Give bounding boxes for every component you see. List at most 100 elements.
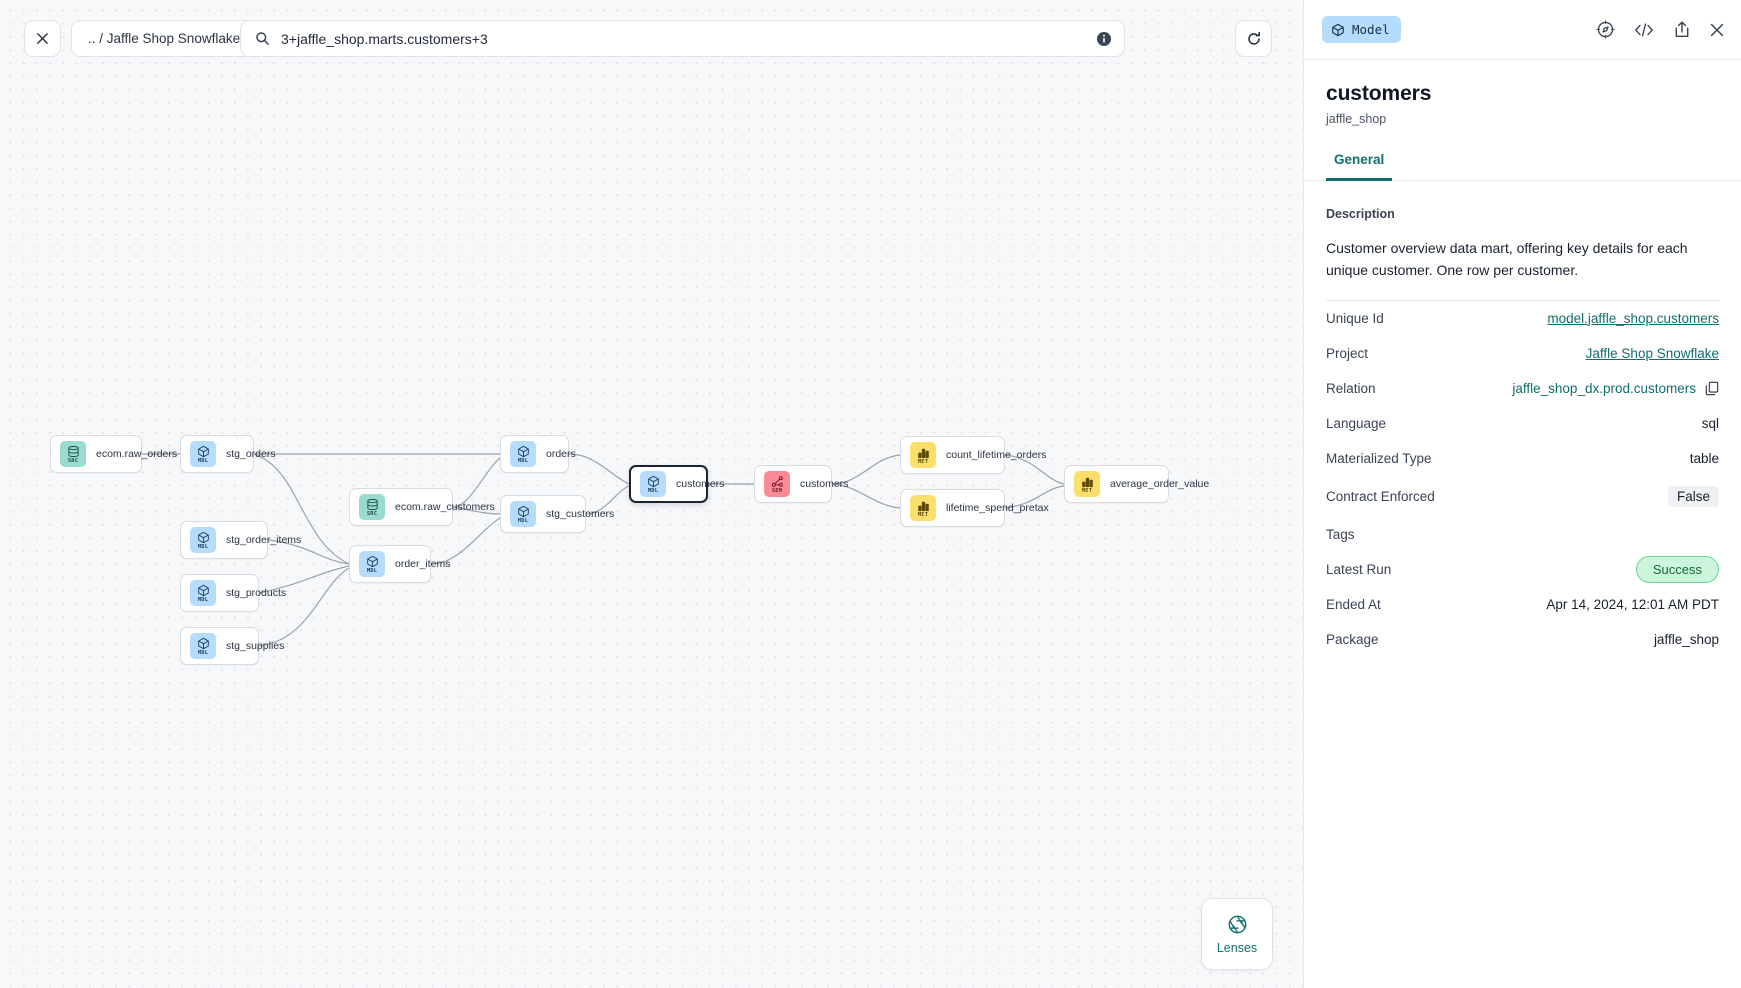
metadata-row: Package jaffle_shop (1326, 622, 1719, 657)
lineage-node-label: stg_order_items (226, 534, 302, 546)
lineage-node-ecom_raw_orders[interactable]: SRC ecom.raw_orders (50, 435, 177, 473)
refresh-icon (1247, 31, 1260, 45)
lineage-node-lifetime_spend_pretax[interactable]: MET lifetime_spend_pretax (900, 489, 1049, 527)
lineage-node-label: orders (546, 448, 576, 460)
mdl-badge-icon: MDL (359, 551, 385, 577)
copy-icon[interactable] (1705, 381, 1719, 396)
lineage-node-stg_orders[interactable]: MDL stg_orders (180, 435, 276, 473)
mdl-badge-icon: MDL (640, 471, 666, 497)
divider (1326, 299, 1719, 301)
tab-general[interactable]: General (1326, 152, 1393, 181)
refresh-button[interactable] (1235, 20, 1272, 57)
lineage-node-label: ecom.raw_orders (96, 448, 178, 460)
metadata-key: Materialized Type (1326, 450, 1432, 466)
panel-tabs: General (1304, 152, 1741, 181)
mdl-badge-icon: MDL (190, 527, 216, 553)
metadata-value[interactable]: model.jaffle_shop.customers (1547, 310, 1719, 326)
metadata-value: Apr 14, 2024, 12:01 AM PDT (1546, 596, 1719, 612)
metadata-row: Project Jaffle Shop Snowflake (1326, 336, 1719, 371)
lineage-node-order_items[interactable]: MDL order_items (349, 545, 450, 583)
lineage-node-label: stg_products (226, 587, 287, 599)
src-badge-icon: SRC (60, 441, 86, 467)
mdl-badge-icon: MDL (510, 441, 536, 467)
metadata-row: Latest Run Success (1326, 552, 1719, 587)
description-text: Customer overview data mart, offering ke… (1326, 240, 1688, 279)
metadata-key: Package (1326, 631, 1379, 647)
status-badge: Success (1635, 555, 1719, 583)
page-subtitle: jaffle_shop (1326, 112, 1387, 126)
lineage-node-label: lifetime_spend_pretax (946, 502, 1049, 514)
metadata-value: sql (1701, 415, 1719, 431)
page-title: customers (1326, 82, 1432, 105)
resource-type-chip: Model (1322, 16, 1401, 43)
metadata-key: Language (1326, 415, 1387, 431)
search-icon (256, 32, 269, 45)
lineage-node-label: count_lifetime_orders (946, 449, 1047, 461)
metadata-row: Ended At Apr 14, 2024, 12:01 AM PDT (1326, 587, 1719, 622)
lineage-node-label: customers (676, 478, 725, 490)
cube-icon (1332, 23, 1344, 36)
metadata-row: Relation jaffle_shop_dx.prod.customers (1326, 371, 1719, 406)
breadcrumb[interactable]: .. / Jaffle Shop Snowflake (71, 20, 258, 57)
lineage-node-label: stg_orders (226, 448, 276, 460)
lineage-node-label: stg_customers (546, 508, 615, 520)
mdl-badge-icon: MDL (510, 501, 536, 527)
lineage-node-customers_model[interactable]: MDL customers (629, 465, 724, 503)
met-badge-icon: MET (910, 495, 936, 521)
metadata-row: Contract Enforced False (1326, 476, 1719, 517)
search-input[interactable] (281, 30, 1085, 47)
metadata-value[interactable]: Jaffle Shop Snowflake (1585, 345, 1719, 361)
lineage-node-label: order_items (395, 558, 451, 570)
metadata-value: Success (1635, 555, 1719, 583)
lineage-toolbar: .. / Jaffle Shop Snowflake (0, 0, 1303, 70)
lineage-node-count_lifetime_orders[interactable]: MET count_lifetime_orders (900, 436, 1046, 474)
breadcrumb-label: .. / Jaffle Shop Snowflake (88, 31, 241, 46)
lenses-button[interactable]: Lenses (1201, 898, 1273, 970)
mdl-badge-icon: MDL (190, 633, 216, 659)
metadata-key: Relation (1326, 380, 1376, 396)
code-icon[interactable] (1633, 21, 1655, 39)
lineage-node-label: ecom.raw_customers (395, 501, 495, 513)
relation-value[interactable]: jaffle_shop_dx.prod.customers (1512, 380, 1696, 396)
description-label: Description (1326, 207, 1395, 221)
metadata-key: Ended At (1326, 596, 1381, 612)
mdl-badge-icon: MDL (190, 441, 216, 467)
lineage-search-box[interactable] (240, 20, 1125, 57)
details-panel-header: Model (1304, 0, 1741, 60)
aperture-icon (1228, 915, 1246, 933)
met-badge-icon: MET (910, 442, 936, 468)
lineage-node-stg_order_items[interactable]: MDL stg_order_items (180, 521, 301, 559)
metadata-key: Project (1326, 345, 1369, 361)
details-panel: Model (1303, 0, 1741, 988)
panel-body: Description Customer overview data mart,… (1304, 181, 1741, 988)
metadata-value: table (1689, 450, 1719, 466)
lineage-canvas[interactable]: .. / Jaffle Shop Snowflake (0, 0, 1303, 988)
metadata-value: jaffle_shop (1653, 631, 1719, 647)
metadata-value: False (1667, 485, 1719, 507)
sem-badge-icon: SEM (764, 471, 790, 497)
info-icon[interactable] (1096, 31, 1112, 47)
met-badge-icon: MET (1074, 471, 1100, 497)
lineage-node-orders[interactable]: MDL orders (500, 435, 576, 473)
lenses-label: Lenses (1216, 940, 1258, 955)
metadata-row: Materialized Type table (1326, 441, 1719, 476)
share-icon[interactable] (1673, 20, 1691, 39)
resource-type-label: Model (1352, 22, 1390, 37)
metadata-key: Latest Run (1326, 561, 1392, 577)
compass-icon[interactable] (1596, 20, 1615, 39)
close-lineage-button[interactable] (24, 20, 61, 57)
close-icon (37, 33, 48, 44)
metadata-key: Tags (1326, 526, 1355, 542)
metadata-key: Contract Enforced (1326, 488, 1435, 504)
metadata-row: Language sql (1326, 406, 1719, 441)
lineage-node-stg_customers[interactable]: MDL stg_customers (500, 495, 614, 533)
close-icon[interactable] (1709, 22, 1725, 38)
metadata-value[interactable]: jaffle_shop_dx.prod.customers (1512, 381, 1719, 396)
